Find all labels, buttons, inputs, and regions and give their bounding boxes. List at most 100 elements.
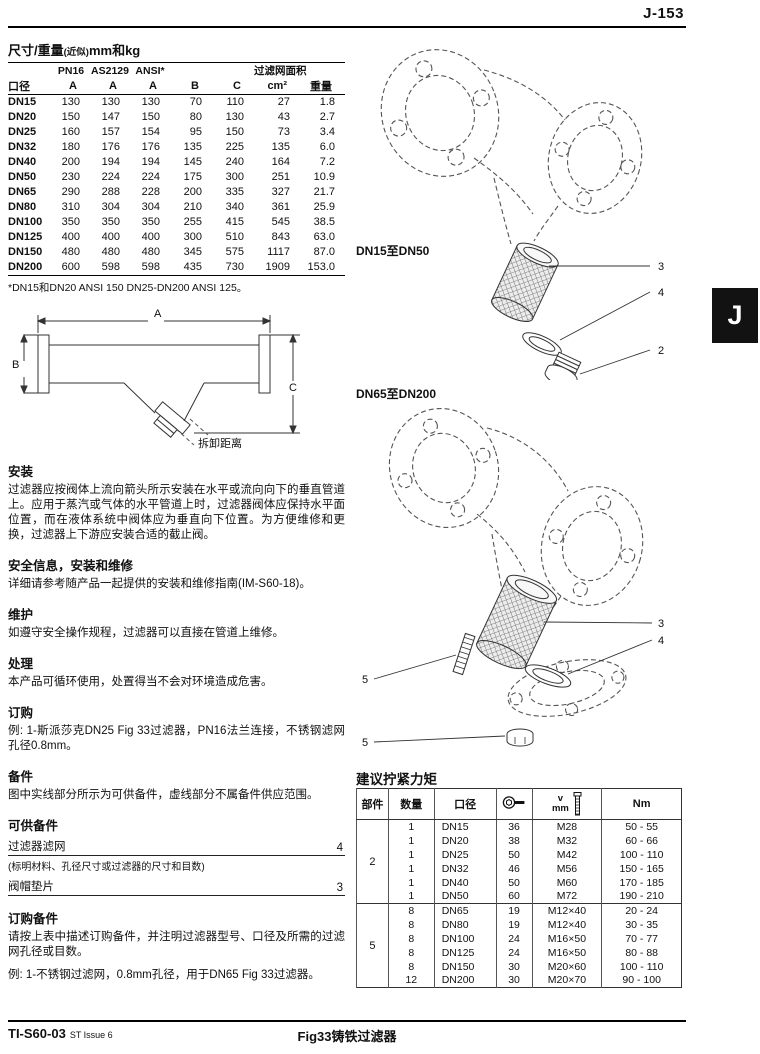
dims-value-cell: 135 <box>183 141 202 153</box>
torque-nm-cell: 90 - 100 <box>601 973 682 988</box>
ordering-spares: 订购备件 请按上表中描述订购备件，并注明过滤器型号、口径及所需的过滤网孔径或目数… <box>8 908 345 983</box>
torque-size-cell: DN25 <box>433 847 497 862</box>
torque-bolt-cell: M60 <box>531 875 602 890</box>
section-heading: 处理 <box>8 657 34 671</box>
callout-leaders <box>373 621 653 743</box>
dims-value-cell: 361 <box>271 201 290 213</box>
torque-size-cell: DN200 <box>433 973 497 988</box>
torque-bolt-cell: M20×60 <box>531 959 602 974</box>
dims-title-note: (近似) <box>63 47 89 58</box>
torque-qty-cell: 1 <box>387 847 435 862</box>
header-screen-area: 过滤网面积 <box>254 65 307 77</box>
callout-5-stud: 5 <box>362 674 368 686</box>
ordering-spares-body: 请按上表中描述订购备件，并注明过滤器型号、口径及所需的过滤网孔径或目数。 <box>8 931 345 958</box>
torque-col-nm: Nm <box>601 788 682 820</box>
dims-value-cell: 130 <box>225 111 244 123</box>
dims-value-cell: 200 <box>183 186 202 198</box>
dims-value-cell: 400 <box>141 231 160 243</box>
torque-spanner-cell: 30 <box>495 959 533 974</box>
text-sections: 安装过滤器应按阀体上流向箭头所示安装在水平或流向向下的垂直管道上。应用于蒸汽或气… <box>8 461 345 803</box>
torque-table-title: 建议拧紧力矩 <box>356 772 437 787</box>
torque-qty-cell: 1 <box>387 833 435 848</box>
dims-value-cell: 304 <box>101 201 120 213</box>
torque-qty-cell: 1 <box>387 861 435 876</box>
strainer-body-outline <box>380 49 643 245</box>
callout-3: 3 <box>658 261 664 273</box>
dims-title-main: 尺寸/重量 <box>8 43 64 58</box>
cover-nut <box>506 728 534 747</box>
dims-value-cell: 135 <box>271 141 290 153</box>
dims-value-cell: 480 <box>141 246 160 258</box>
dims-value-cell: 251 <box>271 171 290 183</box>
dims-value-cell: 150 <box>141 111 160 123</box>
spare-ref: 4 <box>336 842 343 854</box>
dims-value-cell: 95 <box>189 126 202 138</box>
dims-value-cell: 80 <box>189 111 202 123</box>
ordering-spares-example: 例: 1-不锈钢过滤网，0.8mm孔径，用于DN65 Fig 33过滤器。 <box>8 969 320 981</box>
torque-qty-cell: 8 <box>387 945 435 960</box>
dims-value-cell: 176 <box>141 141 160 153</box>
dims-size-cell: DN20 <box>8 111 37 123</box>
spare-ref: 3 <box>336 882 343 894</box>
strainer-screen <box>476 574 558 670</box>
dims-value-cell: 545 <box>271 216 290 228</box>
dims-size-cell: DN50 <box>8 171 37 183</box>
dims-value-cell: 150 <box>61 111 80 123</box>
dims-value-cell: 255 <box>183 216 202 228</box>
callout-4: 4 <box>658 635 664 647</box>
dims-value-cell: 350 <box>61 216 80 228</box>
torque-nm-cell: 60 - 66 <box>601 833 682 848</box>
section-heading: 订购 <box>8 706 34 720</box>
torque-part-cell: 2 <box>356 819 389 904</box>
dims-value-cell: 6.0 <box>319 141 335 153</box>
col-size: 口径 <box>8 78 52 95</box>
torque-size-cell: DN100 <box>433 931 497 946</box>
header-ansi: ANSI* <box>135 64 165 77</box>
torque-size-cell: DN150 <box>433 959 497 974</box>
dims-value-cell: 300 <box>225 171 244 183</box>
dims-value-cell: 228 <box>141 186 160 198</box>
dims-value-cell: 335 <box>225 186 244 198</box>
torque-bolt-cell: M12×40 <box>531 903 602 918</box>
range-label-dn15-dn50: DN15至DN50 <box>356 244 430 258</box>
footer-rule <box>8 1020 686 1022</box>
torque-size-cell: DN50 <box>433 889 497 904</box>
dims-value-cell: 400 <box>101 231 120 243</box>
cover-stud-bolt <box>452 632 476 676</box>
dimension-drawing: A B C 拆卸距离 <box>12 308 300 449</box>
col-a-pn16: A <box>52 78 90 95</box>
dims-value-cell: 43 <box>277 111 290 123</box>
torque-bolt-cell: M20×70 <box>531 973 602 988</box>
torque-size-cell: DN80 <box>433 917 497 932</box>
dims-value-cell: 230 <box>61 171 80 183</box>
torque-nm-cell: 100 - 110 <box>601 847 682 862</box>
dims-value-cell: 1.8 <box>319 96 335 108</box>
torque-nm-cell: 100 - 110 <box>601 959 682 974</box>
dims-size-cell: DN200 <box>8 261 43 273</box>
dims-value-cell: 130 <box>101 96 120 108</box>
dims-value-cell: 130 <box>141 96 160 108</box>
dims-value-cell: 480 <box>101 246 120 258</box>
left-column: 尺寸/重量(近似)mm和kg PN16 AS2129 ANSI* 过滤网面积 <box>8 40 345 983</box>
cap-plug <box>544 351 582 380</box>
dims-value-cell: 598 <box>101 261 120 273</box>
section-body: 本产品可循环使用，处置得当不会对环境造成危害。 <box>8 676 273 688</box>
dims-value-cell: 435 <box>183 261 202 273</box>
section-body: 详细请参考随产品一起提供的安装和维修指南(IM-S60-18)。 <box>8 578 311 590</box>
cover-gasket <box>524 664 572 688</box>
dims-value-cell: 225 <box>225 141 244 153</box>
callout-2: 2 <box>658 345 664 357</box>
dims-value-cell: 160 <box>61 126 80 138</box>
dims-value-cell: 194 <box>141 156 160 168</box>
dims-value-cell: 180 <box>61 141 80 153</box>
